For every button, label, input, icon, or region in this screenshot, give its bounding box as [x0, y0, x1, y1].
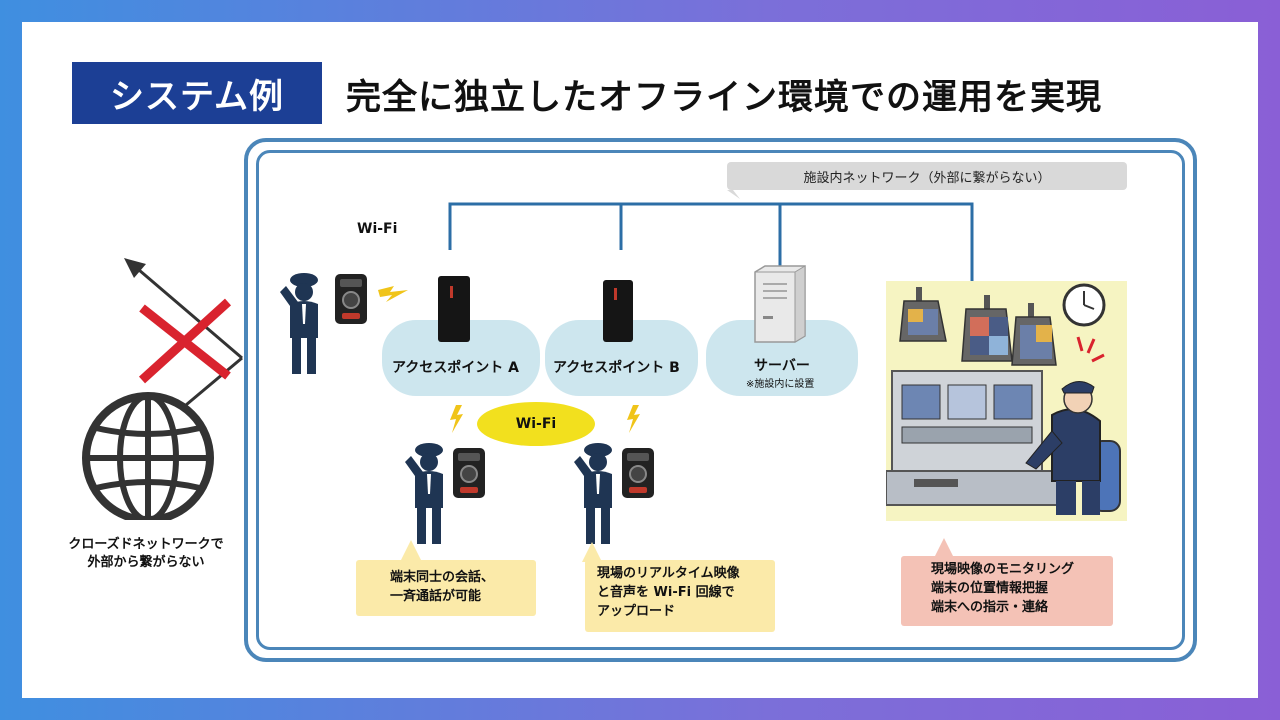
server-label: サーバー: [754, 358, 810, 374]
arrow-head-icon: [124, 258, 146, 278]
monitor-icon: [899, 287, 947, 342]
alert-icon: [1076, 336, 1105, 363]
facility-network-label: 施設内ネットワーク（外部に繋がらない）: [727, 162, 1127, 190]
router-b-icon: [603, 280, 633, 342]
server-location-note: ※施設内に設置: [746, 379, 815, 390]
section-badge: システム例: [72, 62, 322, 124]
control-console-icon: [886, 370, 1070, 506]
access-point-b-label: アクセスポイント B: [553, 360, 680, 376]
server-icon: [754, 265, 806, 343]
wifi-center-label: Wi-Fi: [477, 402, 595, 446]
closed-network-caption: クローズドネットワークで 外部から繋がらない: [68, 537, 224, 571]
router-a-icon: [438, 276, 470, 342]
note-group-talk: 端末同士の会話、 一斉通話が可能: [356, 560, 536, 616]
monitor-icon: [1011, 303, 1057, 366]
body-camera-icon: [453, 448, 485, 498]
clock-icon: [1062, 283, 1106, 327]
access-point-a-label: アクセスポイント A: [392, 360, 520, 376]
globe-icon: [82, 392, 214, 520]
body-camera-icon: [622, 448, 654, 498]
facility-frame-inner: [256, 150, 1185, 650]
security-guard-icon: [280, 273, 318, 374]
note-realtime-upload: 現場のリアルタイム映像 と音声を Wi-Fi 回線で アップロード: [585, 560, 775, 632]
security-guard-icon: [574, 443, 612, 544]
security-guard-icon: [405, 443, 443, 544]
monitor-icon: [961, 295, 1013, 362]
control-room-illustration: [886, 283, 1121, 515]
external-network-blocked: [82, 258, 243, 520]
operator-icon: [1025, 381, 1121, 515]
note-monitoring: 現場映像のモニタリング 端末の位置情報把握 端末への指示・連絡: [901, 556, 1113, 626]
facility-frame-outer: [244, 138, 1197, 662]
signal-bolt-icon: [627, 405, 640, 433]
page-title: 完全に独立したオフライン環境での運用を実現: [346, 77, 1103, 118]
signal-bolt-icon: [450, 405, 463, 433]
signal-bolt-icon: [378, 286, 408, 302]
wifi-label-top: Wi-Fi: [357, 221, 398, 237]
body-camera-icon: [335, 274, 367, 324]
